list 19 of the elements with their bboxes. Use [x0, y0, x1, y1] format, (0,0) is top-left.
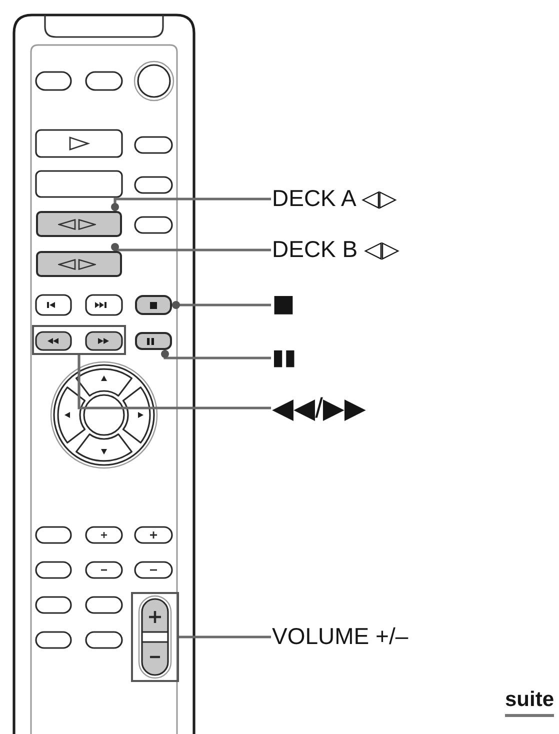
remote-button [36, 251, 122, 277]
button-label: DECK B ◁▷ [272, 237, 400, 263]
leader-line [179, 636, 271, 638]
leader-line [78, 355, 271, 410]
highlight-frame [32, 325, 126, 355]
remote-button [135, 295, 172, 315]
remote-button [36, 211, 122, 237]
button-label: ▮▮ [272, 346, 296, 370]
button-label: ■ [272, 284, 295, 326]
leader-line [161, 350, 271, 360]
highlight-frame [131, 592, 179, 682]
button-label: VOLUME +/– [272, 624, 408, 650]
leader-line [111, 243, 271, 252]
leader-line [111, 198, 271, 211]
remote-button [135, 332, 172, 350]
leader-line [172, 301, 271, 309]
button-label: ◀◀/▶▶ [272, 392, 366, 424]
button-label: DECK A ◁▷ [272, 186, 397, 212]
continued-note: suite [504, 688, 554, 717]
